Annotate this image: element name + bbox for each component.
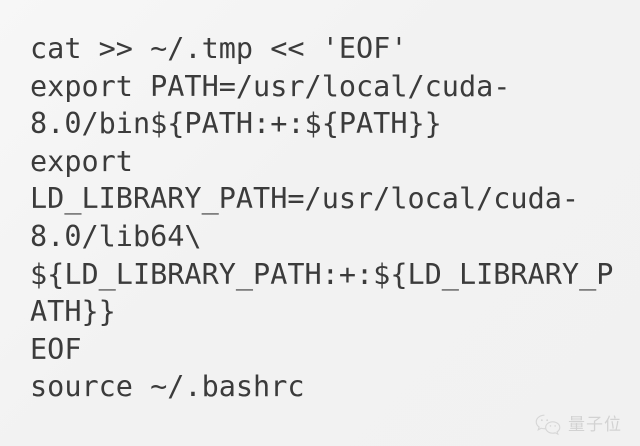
code-line: EOF [30,332,82,366]
code-line: ${LD_LIBRARY_PATH:+:${LD_LIBRARY_P [30,257,614,291]
wechat-icon [535,414,561,436]
watermark-label: 量子位 [568,414,622,435]
code-line: export PATH=/usr/local/cuda- [30,69,511,103]
code-line: cat >> ~/.tmp << 'EOF' [30,32,408,65]
code-line: ATH}} [30,295,116,329]
watermark: 量子位 [535,414,622,436]
code-line: 8.0/bin${PATH:+:${PATH}} [30,107,442,141]
code-line: LD_LIBRARY_PATH=/usr/local/cuda- [30,182,580,216]
code-block: cat >> ~/.tmp << 'EOF' export PATH=/usr/… [30,30,630,406]
code-line: 8.0/lib64\ [30,219,202,253]
code-line: source ~/.bashrc [30,370,305,404]
code-line: export [30,144,133,178]
